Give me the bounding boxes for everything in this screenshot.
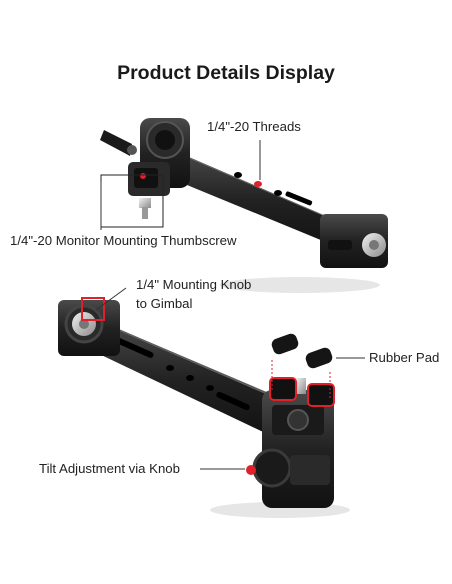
rubber-pads <box>271 333 333 369</box>
label-threads: 1/4"-20 Threads <box>207 119 301 134</box>
label-knob-line2: to Gimbal <box>136 296 193 311</box>
label-rubber-pad: Rubber Pad <box>369 350 440 365</box>
page-title: Product Details Display <box>117 62 335 84</box>
tilt-knob <box>252 448 292 488</box>
label-knob-line1: 1/4" Mounting Knob <box>136 277 252 292</box>
threads-highlight <box>254 181 262 187</box>
thumbscrew <box>139 198 151 208</box>
bottom-arm <box>58 297 350 518</box>
label-thumbscrew: 1/4"-20 Monitor Mounting Thumbscrew <box>10 233 237 248</box>
top-arm <box>100 118 388 293</box>
lever <box>100 130 132 156</box>
label-tilt: Tilt Adjustment via Knob <box>39 461 180 476</box>
